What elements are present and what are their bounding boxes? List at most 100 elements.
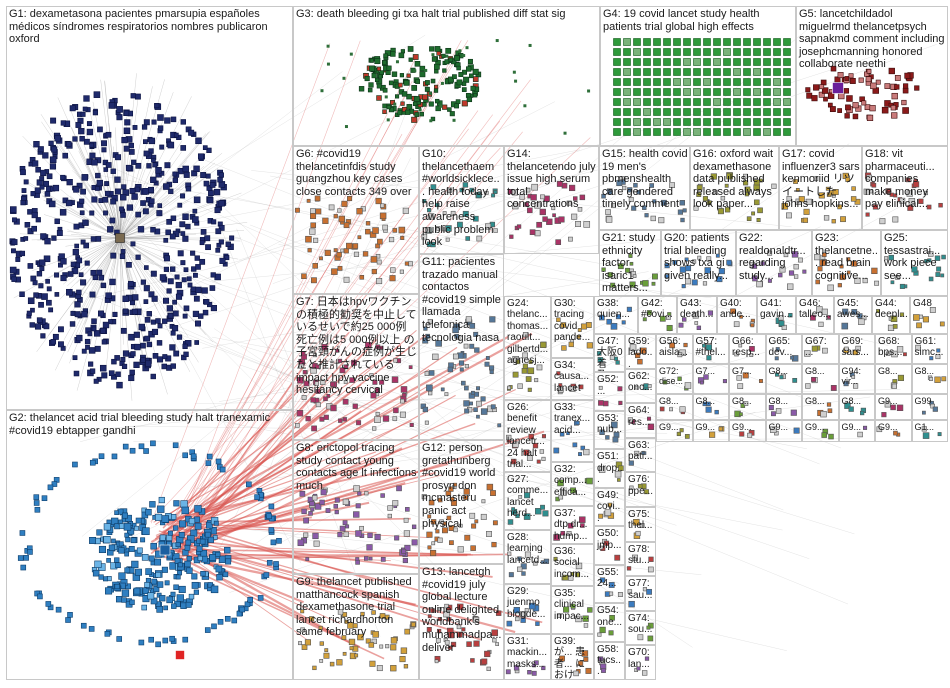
group-label-g41: G41: gavin... [760,298,793,321]
g1-node [180,145,187,151]
g1-node [79,198,85,204]
g1-node [120,357,126,363]
g1-node [87,331,93,337]
group-panel-g39: G39: が... 患者... における... [551,634,594,680]
g2-node [176,594,184,602]
g1-node [15,257,21,262]
edge [239,364,810,559]
g1-node [163,297,169,304]
g2-node [175,542,181,548]
group-panel-g18: G18: vit pharmaceuti... companies make m… [862,146,948,230]
g1-node [79,136,85,142]
edge [76,237,121,284]
g2-node [210,585,219,594]
g2-node [224,615,231,622]
g2-node [106,558,111,563]
g2-node [89,537,97,544]
g1-node [180,231,186,236]
group-panel-g58: G58: tucs... [594,641,625,680]
g3-node [399,73,405,78]
g1-node [116,381,123,389]
edge [185,96,434,225]
edge [119,237,189,337]
g1-node [183,267,189,273]
g2-node [133,587,141,595]
group-panel-g51: G51: drop... [594,449,625,488]
g2-node [222,571,229,578]
group-panel-g53: G53: nub... [594,410,625,450]
g1-node [128,149,135,155]
g1-node [169,344,176,351]
g1-node [166,288,172,294]
edge [119,237,239,260]
g1-node [83,138,90,145]
g1-node [163,183,170,190]
g1-node [124,119,131,126]
group-panel-g42: G42: #covi... [638,296,677,334]
g1-node [119,253,126,259]
g1-node [182,343,188,349]
g1-node [217,176,223,183]
g1-node [218,200,225,207]
g2-node [136,547,143,554]
g2-node [177,562,183,568]
g1-node [192,310,200,318]
group-label-g65: G65: dev... [768,336,793,359]
group-panel-g99: G99 [911,394,948,420]
group-panel-g61: G61: simc... [911,334,948,364]
g1-node [50,117,57,124]
edge [113,237,121,316]
g1-node [150,176,157,183]
group-label-g75: G75: thel... [628,509,653,532]
edge [119,237,159,240]
g1-node [38,283,44,289]
g2-node [173,500,180,507]
group-label-g81: G8... [805,366,825,376]
group-label-g87: G8... [768,396,789,406]
group-label-g49: G49: covi... [597,489,622,524]
g2-node [155,641,161,648]
g1-node [57,341,64,348]
g1-node [75,122,82,128]
g2-node [121,589,130,597]
g2-node [123,523,132,531]
g2-node [141,554,149,561]
group-label-g66: G66: resp... [732,336,760,359]
g2-node [145,568,152,575]
edge [104,81,121,239]
g2-node [149,501,156,508]
g1-node [52,184,60,192]
g1-node [72,136,78,142]
g2-node [108,544,116,551]
g2-node [215,551,221,557]
g1-node [89,368,96,374]
group-panel-g79: G7... [729,364,766,394]
g1-node [84,338,91,345]
group-panel-g31: G31: mackin... masks... [504,634,551,680]
g2-node [33,494,40,500]
g2-node [104,587,113,595]
group-label-g96: G9... [805,422,825,432]
g2-node [145,508,152,516]
g1-node [172,177,178,183]
group-label-g4: G4: 19 covid lancet study health patient… [603,8,763,33]
g2-node [27,549,33,555]
group-panel-g37: G37: dtp dr... hump... [551,506,594,544]
edge [119,162,216,239]
edge [119,237,191,373]
g1-node [76,289,82,296]
g1-node [150,319,156,325]
edge [104,80,121,239]
g2-node [141,604,148,611]
g1-node [170,116,177,123]
g1-node [51,235,57,241]
group-panel-g76: G76: ppe... [625,472,656,507]
g1-node [60,258,67,265]
g1-node [109,278,116,286]
g1-node [149,198,155,204]
g1-node [102,196,109,203]
g1-node [9,266,17,274]
group-label-g58: G58: tucs... [597,643,622,678]
g2-hub-node [159,544,171,556]
edge [106,237,121,367]
